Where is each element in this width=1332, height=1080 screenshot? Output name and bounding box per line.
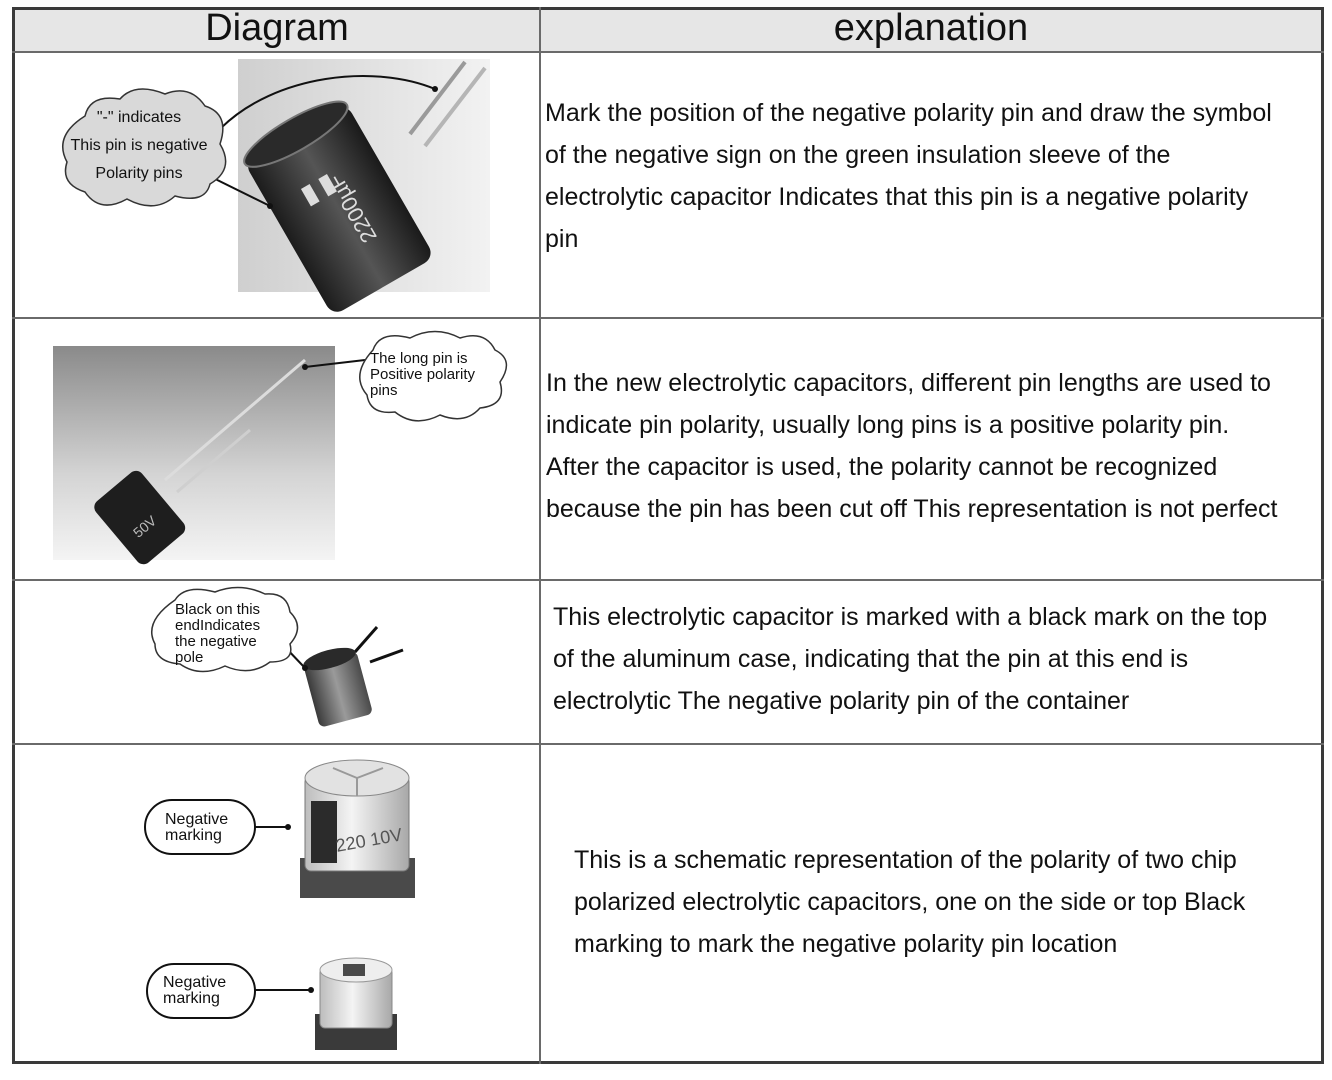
black-top-capacitor-diagram: Black on this endIndicates the negative … [151,586,404,727]
explanation-line: electrolytic The negative polarity pin o… [553,687,1130,715]
callout-text-line: Black on this [175,601,260,618]
callout-text-line: pole [175,649,203,666]
callout-text-line: This pin is negative [71,137,208,154]
callout-text-line: Positive polarity [370,366,476,383]
explanation-line: After the capacitor is used, the polarit… [546,453,1218,481]
explanation-line: This electrolytic capacitor is marked wi… [553,603,1268,631]
explanation-line: This is a schematic representation of th… [574,846,1237,874]
callout-text-line: marking [163,990,220,1007]
callout-text-line: Negative [163,974,226,991]
explanation-line: because the pin has been cut off This re… [546,495,1278,523]
negative-marking-callout-top [144,799,256,855]
table-frame [12,7,1324,1064]
header-divider [12,51,1324,53]
explanation-row-3: This electrolytic capacitor is marked wi… [553,596,1321,722]
callout-text-line: The long pin is [370,350,468,367]
chip-capacitors-diagram: 220 10V Negative marking Negative markin… [144,759,415,1050]
explanation-line: electrolytic capacitor Indicates that th… [545,183,1249,211]
callout-text-line: "-" indicates [97,109,181,126]
explanation-row-1: Mark the position of the negative polari… [545,92,1321,260]
row-divider-1 [12,317,1324,319]
explanation-line: pin [545,225,579,253]
callout-text-line: Negative [165,811,228,828]
radial-capacitor-sleeve-diagram: 2200µF "-" indicates This pin is negativ… [62,59,490,312]
callout-text-line: Polarity pins [95,165,182,182]
negative-marking-callout-bottom [146,963,256,1019]
callout-text-line: marking [165,827,222,844]
explanation-line: polarized electrolytic capacitors, one o… [574,888,1246,916]
explanation-column-header: explanation [833,7,1029,49]
explanation-line: In the new electrolytic capacitors, diff… [546,369,1271,397]
table-header-background [15,10,1321,51]
explanation-line: Mark the position of the negative polari… [545,99,1272,127]
explanation-line: marking to mark the negative polarity pi… [574,930,1118,958]
explanation-line: of the negative sign on the green insula… [545,141,1171,169]
long-pin-capacitor-diagram: 50V The long pin is Positive polarity pi… [53,330,508,565]
row-divider-2 [12,579,1324,581]
explanation-row-4: This is a schematic representation of th… [574,839,1321,965]
callout-cloud: The long pin is Positive polarity pins [359,330,508,422]
callout-cloud: "-" indicates This pin is negative Polar… [62,88,227,207]
explanation-line: indicate pin polarity, usually long pins… [546,411,1230,439]
callout-cloud: Black on this endIndicates the negative … [151,586,299,673]
diagram-column-header: Diagram [205,7,349,49]
column-divider [539,7,541,1064]
row-divider-3 [12,743,1324,745]
explanation-row-2: In the new electrolytic capacitors, diff… [546,362,1322,530]
explanation-line: of the aluminum case, indicating that th… [553,645,1189,673]
callout-text-line: pins [370,382,398,399]
callout-text-line: the negative [175,633,257,650]
callout-text-line: endIndicates [175,617,260,634]
